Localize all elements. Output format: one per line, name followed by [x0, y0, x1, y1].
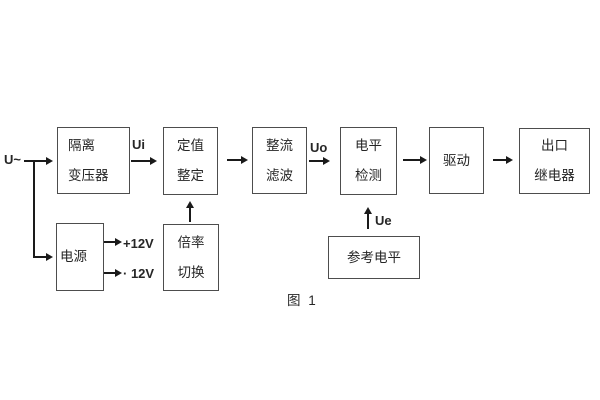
block-label: 继电器 [534, 168, 575, 183]
arrowhead-minus-12v [115, 269, 122, 277]
wire-ratio-to-setpoint [189, 207, 191, 222]
block-label: 变压器 [68, 167, 109, 183]
arrowhead-up-into-level-detect [364, 207, 372, 214]
arrowhead-into-isolation-transformer [46, 157, 53, 165]
block-isolation-transformer: 隔离 变压器 [57, 127, 130, 194]
figure-caption: 图 1 [287, 293, 318, 308]
block-ratio-switch: 倍率 切换 [163, 224, 219, 291]
wire-into-power-horizontal [33, 256, 46, 258]
wire-plus-12v [104, 241, 115, 243]
block-power-supply: 电源 [56, 223, 104, 291]
wire-setpoint-to-rectifier [227, 159, 241, 161]
arrowhead-into-output-relay [506, 156, 513, 164]
block-setpoint-adjust: 定值 整定 [163, 127, 218, 195]
block-label: 检测 [355, 168, 382, 183]
block-level-detect: 电平 检测 [340, 127, 397, 195]
label-ue: Ue [375, 213, 392, 228]
block-label: 电源 [60, 249, 87, 264]
wire-ui [131, 160, 150, 162]
wire-input-horizontal [24, 160, 46, 162]
block-label: 参考电平 [347, 249, 401, 265]
label-uo: Uo [310, 140, 328, 155]
block-label: 整定 [177, 168, 204, 183]
block-rectifier-filter: 整流 滤波 [252, 127, 307, 194]
arrowhead-into-drive [420, 156, 427, 164]
block-label: 整流 [266, 137, 293, 153]
block-label: 隔离 [68, 137, 95, 153]
block-drive: 驱动 [429, 127, 484, 194]
arrowhead-up-into-setpoint [186, 201, 194, 208]
arrowhead-into-rectifier [241, 156, 248, 164]
wire-uo [309, 160, 323, 162]
wire-drive-to-relay [493, 159, 506, 161]
arrowhead-into-level-detect [323, 157, 330, 165]
label-plus-12v: +12V [123, 236, 154, 251]
block-label: 驱动 [443, 152, 470, 168]
block-reference-level: 参考电平 [328, 236, 420, 279]
wire-input-branch-vertical [33, 160, 35, 257]
wire-level-to-drive [403, 159, 420, 161]
block-label: 倍率 [177, 234, 205, 250]
block-label: 电平 [355, 138, 382, 153]
block-label: 滤波 [266, 167, 293, 183]
block-output-relay: 出口 继电器 [519, 128, 590, 194]
wire-minus-12v [104, 272, 115, 274]
label-input-voltage: U~ [4, 152, 21, 167]
label-minus-12v: · 12V [123, 266, 155, 281]
arrowhead-into-power-supply [46, 253, 53, 261]
block-label: 出口 [541, 138, 568, 153]
arrowhead-plus-12v [115, 238, 122, 246]
block-label: 切换 [177, 264, 205, 280]
block-label: 定值 [177, 138, 204, 153]
arrowhead-into-setpoint [150, 157, 157, 165]
wire-ue [367, 213, 369, 229]
label-ui: Ui [132, 137, 145, 152]
